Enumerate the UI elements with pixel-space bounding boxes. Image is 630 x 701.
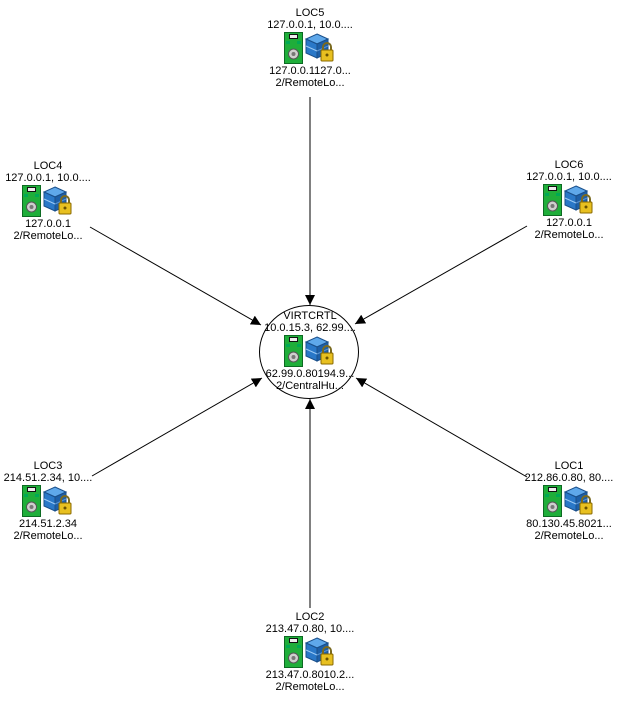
node-name: LOC5 bbox=[295, 7, 325, 19]
node-addresses: 10.0.15.3, 62.99.... bbox=[264, 322, 356, 334]
network-card-icon bbox=[284, 32, 303, 64]
node-icons bbox=[509, 184, 629, 216]
database-lock-icon bbox=[42, 186, 72, 215]
node-links: 62.99.0.80194.9... bbox=[265, 368, 355, 380]
node-addresses: 214.51.2.34, 10.... bbox=[3, 472, 93, 484]
database-lock-icon bbox=[304, 336, 334, 365]
node-icons bbox=[250, 335, 370, 367]
database-lock-icon bbox=[304, 33, 334, 62]
node-links: 213.47.0.8010.2... bbox=[265, 669, 355, 681]
edge-loc6-to-hub bbox=[354, 225, 528, 325]
node-name: LOC6 bbox=[554, 159, 584, 171]
node-role: 2/RemoteLo... bbox=[13, 530, 83, 542]
network-card-icon bbox=[543, 485, 562, 517]
node-links: 127.0.0.1 bbox=[25, 218, 71, 230]
node-loc4[interactable]: LOC4 127.0.0.1, 10.0.... 127.0.0.1 2/Rem… bbox=[0, 160, 108, 242]
node-addresses: 127.0.0.1, 10.0.... bbox=[526, 171, 612, 183]
node-loc5[interactable]: LOC5 127.0.0.1, 10.0.... 127.0.0.1127.0.… bbox=[250, 7, 370, 89]
node-links: 80.130.45.8021... bbox=[526, 518, 612, 530]
database-lock-icon bbox=[563, 486, 593, 515]
edge-loc1-to-hub bbox=[355, 377, 528, 478]
node-name: LOC4 bbox=[33, 160, 63, 172]
node-name: LOC3 bbox=[33, 460, 63, 472]
node-role: 2/RemoteLo... bbox=[534, 229, 604, 241]
node-icons bbox=[250, 636, 370, 668]
network-card-icon bbox=[22, 185, 41, 217]
node-addresses: 212.86.0.80, 80.... bbox=[524, 472, 614, 484]
node-links: 127.0.0.1 bbox=[546, 217, 592, 229]
node-icons bbox=[250, 32, 370, 64]
database-lock-icon bbox=[563, 185, 593, 214]
database-lock-icon bbox=[42, 486, 72, 515]
node-icons bbox=[0, 185, 108, 217]
network-card-icon bbox=[543, 184, 562, 216]
node-name: LOC2 bbox=[295, 611, 325, 623]
node-name: LOC1 bbox=[554, 460, 584, 472]
node-icons bbox=[0, 485, 108, 517]
node-role: 2/RemoteLo... bbox=[275, 77, 345, 89]
node-loc1[interactable]: LOC1 212.86.0.80, 80.... 80.130.45.8021.… bbox=[509, 460, 629, 542]
edge-loc3-to-hub bbox=[91, 377, 263, 477]
node-role: 2/RemoteLo... bbox=[534, 530, 604, 542]
node-loc3[interactable]: LOC3 214.51.2.34, 10.... 214.51.2.34 2/R… bbox=[0, 460, 108, 542]
network-card-icon bbox=[284, 636, 303, 668]
node-loc2[interactable]: LOC2 213.47.0.80, 10.... 213.47.0.8010.2… bbox=[250, 611, 370, 693]
database-lock-icon bbox=[304, 637, 334, 666]
node-addresses: 127.0.0.1, 10.0.... bbox=[267, 19, 353, 31]
node-links: 127.0.0.1127.0... bbox=[269, 65, 351, 77]
node-role: 2/CentralHu... bbox=[276, 380, 344, 392]
node-addresses: 127.0.0.1, 10.0.... bbox=[5, 172, 91, 184]
hub-circle bbox=[259, 305, 359, 399]
network-card-icon bbox=[22, 485, 41, 517]
node-virtcrtl[interactable]: VIRTCRTL 10.0.15.3, 62.99.... 62.99.0.80… bbox=[250, 310, 370, 392]
node-name: VIRTCRTL bbox=[283, 310, 337, 322]
network-card-icon bbox=[284, 335, 303, 367]
node-role: 2/RemoteLo... bbox=[275, 681, 345, 693]
node-links: 214.51.2.34 bbox=[18, 518, 78, 530]
edge-loc4-to-hub bbox=[89, 226, 262, 326]
node-addresses: 213.47.0.80, 10.... bbox=[265, 623, 355, 635]
node-icons bbox=[509, 485, 629, 517]
node-role: 2/RemoteLo... bbox=[13, 230, 83, 242]
node-loc6[interactable]: LOC6 127.0.0.1, 10.0.... 127.0.0.1 2/Rem… bbox=[509, 159, 629, 241]
